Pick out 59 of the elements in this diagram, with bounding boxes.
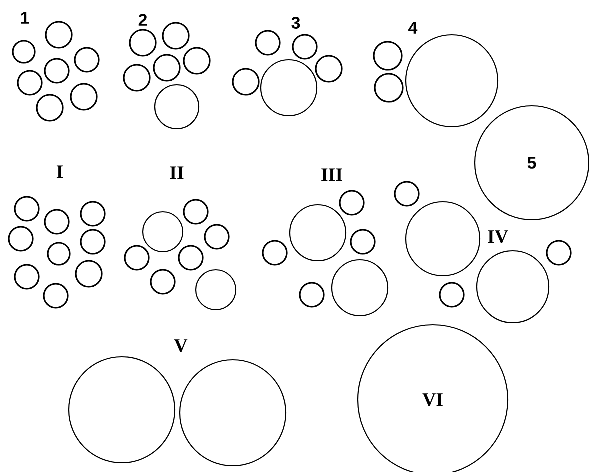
group-number: 3 [292,16,300,29]
circle [44,209,70,235]
circle [260,59,318,117]
group-number: 4 [408,22,418,34]
group-number: II [170,166,184,180]
circle [476,250,550,324]
circle [439,282,465,308]
circle [315,55,343,83]
circle [45,21,73,49]
circle [43,283,69,309]
circle [44,58,70,84]
circle [405,34,499,128]
circle [232,68,260,96]
circle [405,201,481,277]
circle [68,356,176,464]
circle [183,47,211,75]
circle [12,40,36,64]
circle [14,264,40,290]
group-number: 2 [138,14,148,26]
circle [8,226,34,252]
group-number: I [56,166,64,178]
circle [183,199,209,225]
group-number: III [322,168,342,182]
circle [74,47,100,73]
circle [47,242,71,266]
circle [204,224,230,250]
circle [339,190,365,216]
group-number: V [174,340,188,352]
circle [289,204,347,262]
circle [394,181,420,207]
circle [195,269,237,311]
circle [150,269,176,295]
circle [299,282,325,308]
circle [374,73,404,103]
circle [373,41,403,71]
circle [546,240,572,266]
circle [70,83,98,111]
circle [142,211,184,253]
circle [350,229,376,255]
circle [80,229,106,255]
group-number: 1 [21,12,30,24]
circle [80,201,106,227]
circle [124,245,150,271]
circle [292,34,318,60]
circle [179,359,287,467]
circle [36,94,64,122]
circle [129,29,157,57]
circle [17,70,43,96]
group-number: IV [488,230,508,244]
circle [255,30,281,56]
circle [154,84,200,130]
circle [75,260,103,288]
circle [14,196,40,222]
circle [262,240,288,266]
circle [162,22,190,50]
circle [153,54,181,82]
circle [178,245,204,271]
circle [331,259,389,317]
circle [123,64,151,92]
